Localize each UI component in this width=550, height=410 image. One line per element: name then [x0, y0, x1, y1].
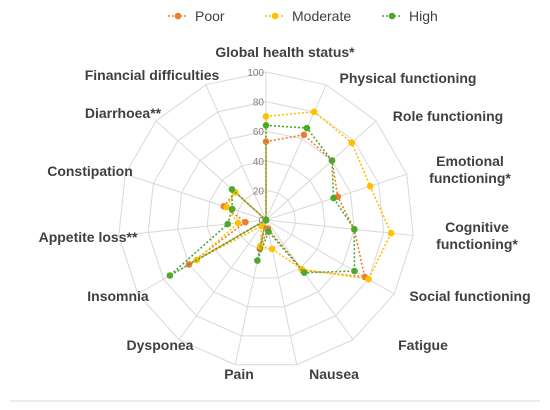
data-point [366, 182, 374, 190]
grid-ring [206, 160, 326, 279]
grid-spoke [178, 219, 267, 341]
data-point [351, 267, 358, 275]
data-point [228, 186, 236, 193]
category-label: Constipation [47, 163, 133, 179]
data-point [254, 257, 261, 264]
radial-tick-label: 20 [253, 186, 265, 197]
data-point [300, 131, 308, 139]
grid-spoke [265, 84, 327, 221]
data-point [262, 113, 270, 120]
data-point [224, 220, 232, 228]
legend-label: Poor [195, 8, 225, 24]
series-moderate [193, 108, 395, 283]
category-label: Social functioning [409, 288, 530, 304]
category-label: Appetite loss** [39, 229, 138, 245]
data-point [166, 272, 174, 279]
data-point [328, 157, 336, 164]
grid-spoke [265, 219, 395, 295]
series-high [166, 121, 358, 279]
legend-label: High [409, 8, 438, 24]
series-poor [185, 131, 368, 281]
category-label: Insomnia [87, 288, 149, 304]
category-label: Role functioning [393, 108, 503, 124]
category-label: Financial difficulties [85, 67, 220, 83]
data-point [300, 269, 308, 276]
grid-ring [177, 130, 355, 308]
data-point [223, 203, 230, 211]
radial-tick-labels: 0 20 40 60 80 100 [247, 68, 264, 227]
radial-tick-label: 80 [253, 98, 265, 109]
grid-ring [236, 189, 296, 250]
legend: Poor Moderate High [168, 8, 438, 24]
series-line [188, 133, 366, 278]
category-label: Fatigue [398, 337, 448, 353]
data-point [303, 124, 311, 132]
data-point [351, 225, 358, 233]
radial-tick-label: 40 [253, 157, 265, 168]
legend-swatch-marker [174, 12, 182, 20]
legend-item: Poor [168, 8, 225, 24]
series-layer [166, 108, 395, 283]
grid-ring [147, 101, 385, 337]
grid-spoke [265, 219, 354, 341]
data-point [234, 219, 242, 227]
legend-item: High [382, 8, 438, 24]
grid-spoke [118, 219, 267, 236]
legend-swatch-marker [388, 12, 396, 20]
category-label: Dysponea [127, 337, 194, 353]
category-label: Diarrhoea** [85, 105, 162, 121]
category-label: Pain [224, 366, 254, 382]
data-point [268, 245, 276, 253]
grid-spoke [265, 120, 377, 221]
radial-tick-label: 100 [247, 68, 264, 79]
category-label: Global health status* [215, 44, 355, 60]
grid-spoke [205, 84, 267, 221]
category-labels: Global health status* Physical functionin… [39, 44, 531, 382]
data-point [193, 256, 201, 264]
series-line [196, 111, 392, 281]
data-point [265, 228, 272, 235]
radar-grid [118, 71, 414, 366]
category-label: Nausea [309, 366, 359, 382]
data-point [228, 205, 236, 213]
category-label: Physical functioning [340, 70, 477, 86]
series-line [169, 124, 356, 277]
grid-spoke [125, 173, 267, 221]
legend-swatch-marker [271, 12, 279, 20]
data-point [262, 216, 270, 224]
data-point [258, 222, 265, 230]
legend-label: Moderate [292, 8, 351, 24]
grid-ring [118, 71, 414, 366]
data-point [310, 108, 318, 116]
data-point [365, 275, 372, 283]
radial-tick-label: 60 [253, 127, 265, 138]
data-point [387, 229, 395, 237]
data-point [330, 194, 337, 202]
data-point [348, 139, 356, 147]
data-point [262, 121, 270, 129]
radial-tick-label: 0 [258, 216, 264, 227]
grid-spoke [265, 219, 298, 365]
data-point [242, 218, 249, 226]
legend-item: Moderate [265, 8, 351, 24]
